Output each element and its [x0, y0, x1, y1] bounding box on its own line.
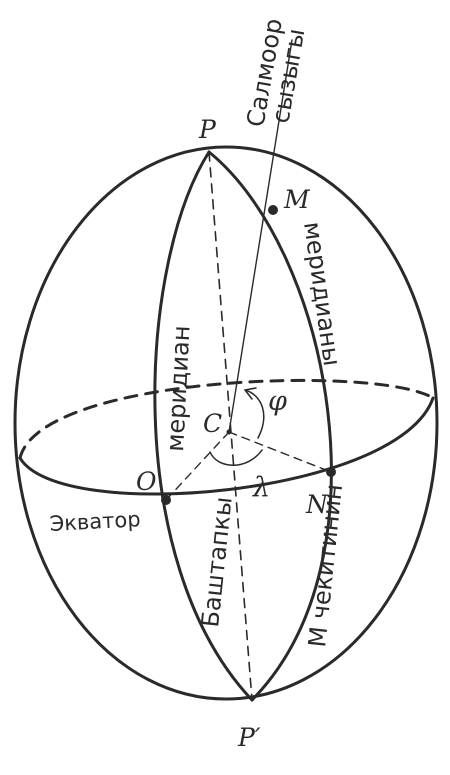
equator-front — [18, 396, 435, 496]
label-c: C — [203, 409, 222, 438]
point-n — [326, 467, 336, 477]
label-o: O — [136, 467, 157, 496]
label-m-meridian-2: меридианы — [298, 220, 346, 368]
label-prime-meridian-1: Баштапкы — [196, 495, 238, 628]
label-p-prime: P′ — [237, 723, 261, 752]
label-prime-meridian-2: меридиан — [161, 325, 196, 453]
plumb-line — [228, 39, 293, 433]
point-c — [226, 429, 232, 435]
sphere-outline — [13, 145, 439, 701]
lambda-arc — [209, 449, 263, 466]
prime-meridian-curve — [153, 150, 254, 702]
label-n: N — [305, 490, 329, 519]
label-phi: φ — [268, 386, 287, 417]
label-equator: Экватор — [49, 507, 141, 536]
label-p: P — [198, 115, 217, 144]
phi-arrowhead — [244, 387, 257, 400]
radius-c-o — [165, 431, 230, 501]
m-meridian-curve — [207, 150, 333, 702]
radius-c-n — [228, 431, 332, 473]
label-lambda: λ — [252, 472, 270, 503]
phi-arc — [244, 389, 265, 439]
label-m: M — [283, 185, 311, 214]
point-m — [268, 205, 278, 215]
point-o — [161, 495, 171, 505]
equator-back — [18, 378, 435, 460]
